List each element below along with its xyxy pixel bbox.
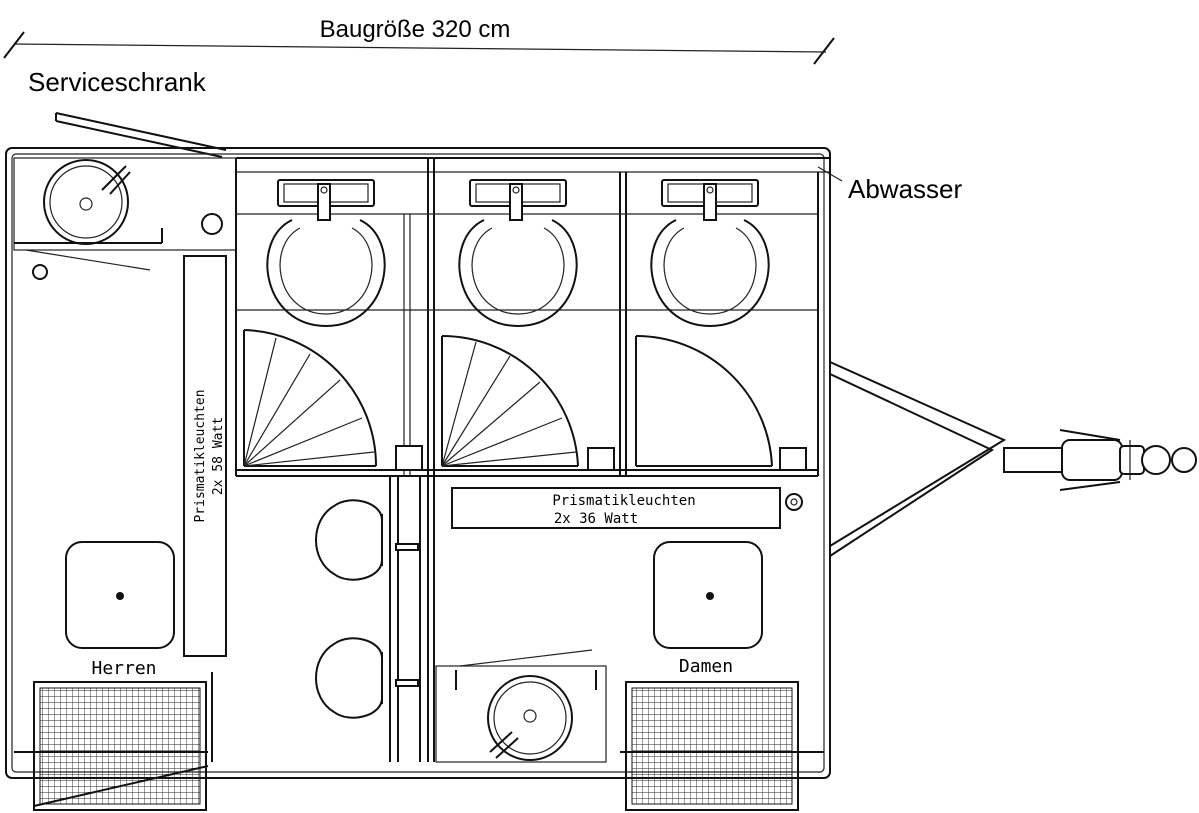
light-right-line1: Prismatikleuchten [552,493,695,509]
service-cabinet-label: Serviceschrank [28,67,207,97]
room-label-women: Damen [679,656,733,677]
wheel-left [14,681,209,811]
hitch-coupling [1003,439,1197,481]
cabin-1 [243,179,423,471]
wheel-right [620,681,824,811]
light-left-line1: Prismatikleuchten [193,389,208,522]
light-right-line2: 2x 36 Watt [554,511,638,527]
urinal-1 [315,499,383,581]
dimension-label: Baugröße 320 cm [320,16,511,43]
service-cabinet-leader [55,112,227,158]
dimension-line [3,31,835,65]
drawbar [829,361,1121,557]
interior-walls [211,158,819,762]
sink-herren [65,541,175,649]
light-fixture-left [183,255,227,657]
light-left-line2: 2x 58 Watt [211,417,226,495]
room-label-men: Herren [91,658,156,679]
urinal-2 [315,637,383,719]
lower-service-cabinet [435,649,607,763]
light-fixture-right [451,487,803,529]
light-fixture-left-label: Prismatikleuchten 2x 58 Watt [193,389,226,522]
cabin-3 [635,179,807,471]
cabin-2 [441,179,615,471]
sink-damen [653,541,763,649]
urinal-bracket [395,543,419,551]
trailer-outline [5,147,831,779]
waste-water-label: Abwasser [848,174,962,204]
service-cabinet [13,157,237,280]
